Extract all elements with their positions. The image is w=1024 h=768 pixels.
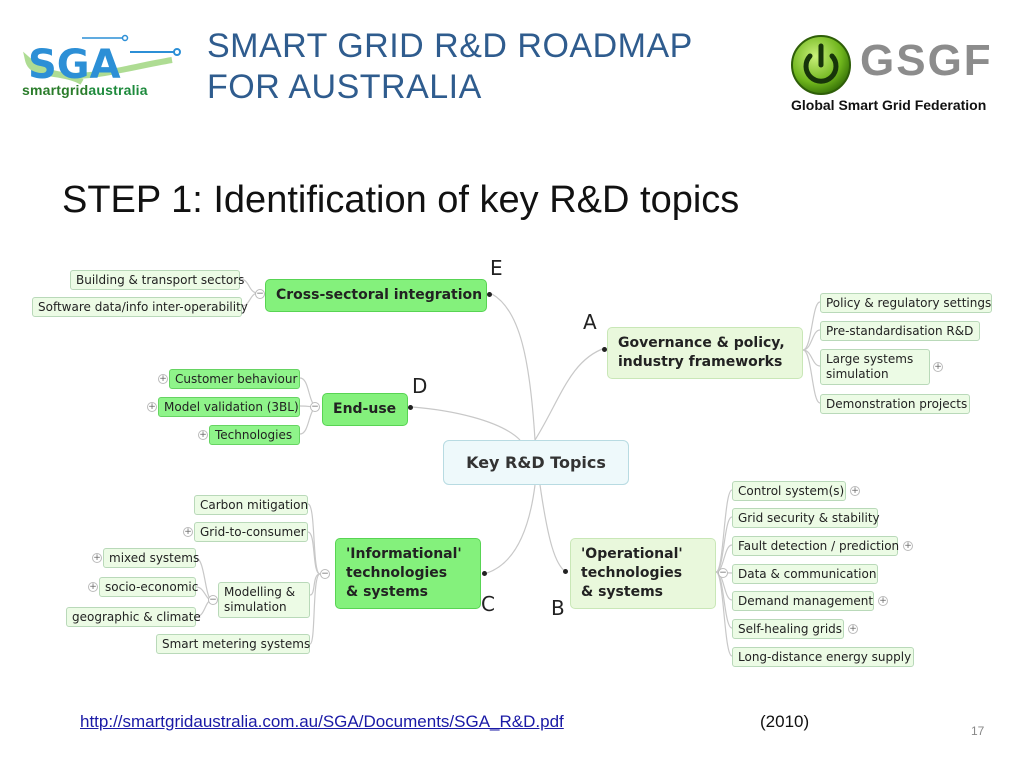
gsgf-mark: GSGF — [860, 36, 993, 85]
branch-a-line-2: industry frameworks — [618, 354, 783, 370]
slide-title-line-2: FOR AUSTRALIA — [207, 68, 482, 106]
connector-B-3 — [715, 544, 733, 573]
branch-c-letter: C — [481, 592, 495, 616]
branch-e-collapse-icon[interactable]: − — [255, 289, 265, 299]
leaf-a-3[interactable]: Large systems simulation — [820, 349, 930, 385]
leaf-a-3-expand-icon[interactable]: + — [933, 362, 943, 372]
connector-C-4 — [309, 573, 321, 645]
source-link[interactable]: http://smartgridaustralia.com.au/SGA/Doc… — [80, 712, 564, 731]
leaf-a-2[interactable]: Pre-standardisation R&D — [820, 321, 980, 341]
branch-c-line-2: technologies — [346, 565, 448, 581]
leaf-b-6-expand-icon[interactable]: + — [848, 624, 858, 634]
branch-c-collapse-icon[interactable]: − — [320, 569, 330, 579]
connector-A-1 — [802, 301, 821, 351]
connector-C-1 — [307, 503, 321, 575]
leaf-b-3[interactable]: Fault detection / prediction — [732, 536, 899, 556]
leaf-d-3-expand-icon[interactable]: + — [198, 430, 208, 440]
branch-d-dot — [408, 405, 413, 410]
branch-b-operational[interactable]: 'Operational' technologies & systems — [570, 538, 716, 609]
slide-title-line-1: SMART GRID R&D ROADMAP — [207, 27, 693, 65]
branch-c-dot — [482, 571, 487, 576]
leaf-m-3[interactable]: geographic & climate — [66, 607, 201, 627]
sga-mark: SGA — [28, 42, 121, 88]
leaf-e-1[interactable]: Building & transport sectors — [70, 270, 244, 290]
branch-b-line-1: 'Operational' — [581, 546, 683, 562]
leaf-b-3-expand-icon[interactable]: + — [903, 541, 913, 551]
branch-e-dot — [487, 292, 492, 297]
leaf-d-1[interactable]: Customer behaviour — [169, 369, 300, 389]
leaf-c-2-expand-icon[interactable]: + — [183, 527, 193, 537]
branch-d-letter: D — [412, 374, 428, 398]
page-number: 17 — [971, 724, 985, 738]
leaf-m-1[interactable]: mixed systems — [103, 548, 199, 568]
leaf-b-6[interactable]: Self-healing grids — [732, 619, 844, 639]
branch-b-line-3: & systems — [581, 584, 663, 600]
connector-center-D — [411, 406, 521, 441]
branch-c-line-3: & systems — [346, 584, 428, 600]
leaf-m-2-expand-icon[interactable]: + — [88, 582, 98, 592]
connector-A-2 — [802, 329, 821, 351]
gsgf-power-icon — [791, 35, 851, 95]
branch-b-collapse-icon[interactable]: − — [718, 568, 728, 578]
leaf-a-3-line-1: Large systems — [826, 352, 914, 366]
mind-map-connectors — [195, 278, 821, 657]
branch-a-governance[interactable]: Governance & policy, industry frameworks — [607, 327, 803, 379]
branch-d-end-use[interactable]: End-use — [322, 393, 408, 426]
leaf-a-4[interactable]: Demonstration projects — [820, 394, 970, 414]
branch-c-line-1: 'Informational' — [346, 546, 462, 562]
leaf-c-modelling[interactable]: Modelling & simulation — [218, 582, 310, 618]
leaf-c-1[interactable]: Carbon mitigation — [194, 495, 308, 515]
sga-logo: SGA — [23, 34, 181, 88]
connector-C-2 — [307, 531, 321, 575]
branch-a-dot — [602, 347, 607, 352]
branch-b-line-2: technologies — [581, 565, 683, 581]
branch-e-cross-sectoral[interactable]: Cross-sectoral integration — [265, 279, 487, 312]
center-node[interactable]: Key R&D Topics — [443, 440, 629, 485]
leaf-b-5[interactable]: Demand management — [732, 591, 874, 611]
mind-map: Key R&D Topics Cross-sectoral integratio… — [0, 250, 1024, 670]
source-year: (2010) — [760, 712, 810, 731]
leaf-b-1-expand-icon[interactable]: + — [850, 486, 860, 496]
connector-center-E — [491, 293, 536, 441]
leaf-b-2[interactable]: Grid security & stability — [732, 508, 880, 528]
leaf-c-modelling-line-2: simulation — [224, 600, 287, 614]
leaf-d-2[interactable]: Model validation (3BL) — [158, 397, 300, 417]
branch-d-collapse-icon[interactable]: − — [310, 402, 320, 412]
leaf-m-1-expand-icon[interactable]: + — [92, 553, 102, 563]
connector-center-B — [539, 484, 567, 573]
branch-c-informational[interactable]: 'Informational' technologies & systems — [335, 538, 481, 609]
branch-b-dot — [563, 569, 568, 574]
sga-sub-a: smartgrid — [22, 82, 89, 98]
leaf-b-5-expand-icon[interactable]: + — [878, 596, 888, 606]
leaf-a-3-line-2: simulation — [826, 367, 889, 381]
leaf-a-1[interactable]: Policy & regulatory settings — [820, 293, 992, 313]
branch-a-letter: A — [583, 310, 597, 334]
leaf-b-4[interactable]: Data & communication — [732, 564, 878, 584]
leaf-d-1-expand-icon[interactable]: + — [158, 374, 168, 384]
leaf-e-2[interactable]: Software data/info inter-operability — [32, 297, 248, 317]
leaf-b-7[interactable]: Long-distance energy supply — [732, 647, 914, 667]
sga-logo-subtitle: smartgridaustralia — [22, 82, 148, 98]
leaf-d-3[interactable]: Technologies — [209, 425, 300, 445]
branch-a-line-1: Governance & policy, — [618, 335, 785, 351]
leaf-m-2[interactable]: socio-economic — [99, 577, 198, 597]
sga-sub-b: australia — [88, 82, 148, 98]
leaf-c-2[interactable]: Grid-to-consumer — [194, 522, 308, 542]
branch-e-letter: E — [490, 256, 503, 280]
slide-title: SMART GRID R&D ROADMAP FOR AUSTRALIA — [207, 26, 767, 108]
gsgf-subtitle: Global Smart Grid Federation — [791, 97, 987, 113]
leaf-c-modelling-collapse-icon[interactable]: − — [208, 595, 218, 605]
connector-A-4 — [802, 349, 821, 404]
connector-center-C — [486, 484, 536, 574]
leaf-b-1[interactable]: Control system(s) — [732, 481, 846, 501]
leaf-d-2-expand-icon[interactable]: + — [147, 402, 157, 412]
leaf-c-3[interactable]: Smart metering systems — [156, 634, 310, 654]
leaf-c-modelling-line-1: Modelling & — [224, 585, 296, 599]
connector-center-A — [534, 347, 606, 441]
step-title: STEP 1: Identification of key R&D topics — [62, 179, 740, 221]
branch-b-letter: B — [551, 596, 565, 620]
